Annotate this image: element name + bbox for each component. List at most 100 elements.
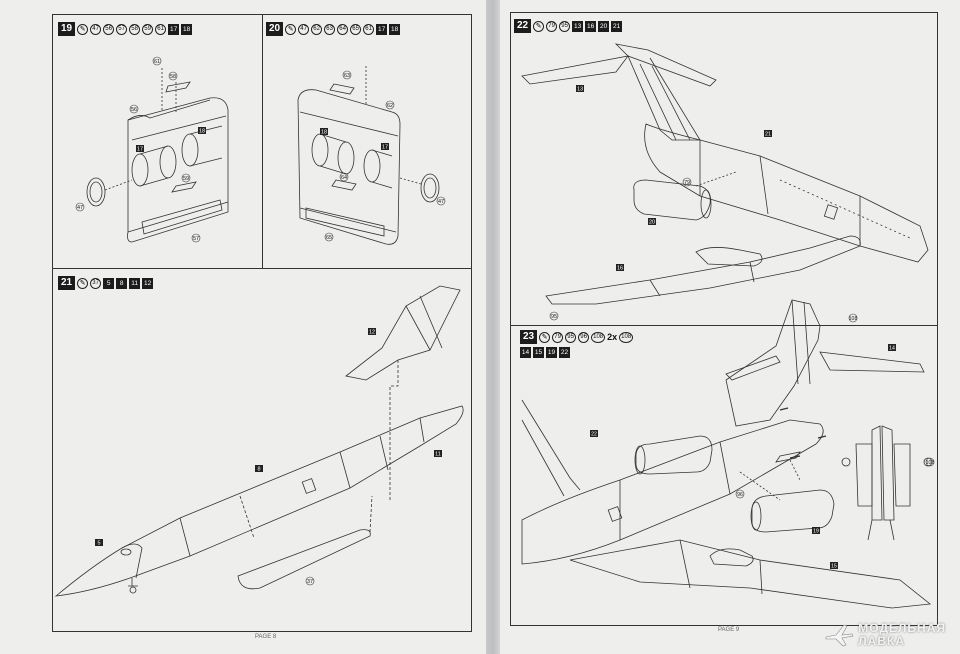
part-badge: 95 — [565, 331, 577, 343]
decal-badge: 21 — [611, 20, 623, 32]
callout-text: 95 — [551, 314, 557, 320]
callout-text: 47 — [438, 199, 444, 205]
page-number: PAGE 8 — [255, 634, 277, 640]
decal-badge: 12 — [142, 277, 154, 289]
part-badge: 58 — [129, 23, 141, 35]
part-badge: 63 — [324, 23, 336, 35]
step-23-decals: 14 15 19 22 — [520, 345, 570, 359]
part-badge: 108 — [591, 331, 606, 343]
right-page-drawings: 13 21 79 20 16 95 108 14 22 96 19 15 108 — [521, 43, 934, 609]
decal-badge: 18 — [389, 23, 401, 35]
step-19-header: 19 ✎ 47 56 57 58 59 61 17 18 — [58, 22, 193, 36]
part-badge: 108 — [619, 331, 634, 343]
part-badge: 64 — [337, 23, 349, 35]
part-badge: 37 — [90, 277, 102, 289]
callout-text: 57 — [193, 236, 199, 242]
callout-text: 96 — [737, 492, 743, 498]
part-badge: 47 — [298, 23, 310, 35]
right-page-frame — [510, 12, 938, 626]
decal-badge: 17 — [376, 23, 388, 35]
callout-text: 65 — [326, 235, 332, 241]
callout-text: 58 — [170, 74, 176, 80]
callout-text: 14 — [889, 346, 895, 352]
callout-text: 108 — [849, 316, 858, 322]
callout-text: 5 — [97, 541, 100, 547]
callout-text: 22 — [591, 432, 597, 438]
step-21-fuselage-drawing — [54, 285, 464, 597]
decal-badge: 20 — [598, 20, 610, 32]
glue-icon: ✎ — [539, 331, 551, 343]
step-21-header: 21 ✎ 37 5 8 11 12 — [58, 276, 154, 290]
step-23-header: 23 ✎ 79 95 96 108 2x 108 — [520, 330, 634, 344]
step-20-callouts: 63 62 18 17 64 47 65 — [320, 70, 446, 242]
step-number: 21 — [58, 276, 76, 290]
part-badge: 47 — [90, 23, 102, 35]
step-number: 23 — [520, 330, 538, 344]
callout-text: 21 — [765, 132, 771, 138]
callout-text: 59 — [183, 176, 189, 182]
part-badge: 61 — [155, 23, 167, 35]
step-divider-vertical — [262, 15, 263, 268]
quantity-label: 2x — [607, 332, 618, 342]
callout-text: 18 — [199, 129, 205, 135]
glue-icon: ✎ — [533, 20, 545, 32]
step-21-callouts: 12 8 11 5 37 — [95, 328, 442, 586]
callout-text: 79 — [684, 180, 690, 186]
part-badge: 59 — [142, 23, 154, 35]
callout-text: 19 — [813, 529, 819, 535]
left-page-drawings: 61 58 56 18 17 59 47 57 63 62 18 17 64 4… — [54, 56, 464, 597]
step-20-header: 20 ✎ 47 62 63 64 65 61 17 18 — [266, 22, 401, 36]
decal-badge: 11 — [129, 277, 141, 289]
callout-text: 17 — [137, 147, 143, 153]
part-badge: 65 — [350, 23, 362, 35]
callout-text: 20 — [649, 220, 655, 226]
callout-text: 11 — [435, 452, 441, 458]
decal-badge: 19 — [546, 346, 557, 358]
decal-badge: 17 — [168, 23, 180, 35]
decal-badge: 15 — [533, 346, 544, 358]
step-divider-horizontal — [511, 325, 937, 326]
callout-text: 13 — [577, 87, 583, 93]
part-badge: 96 — [578, 331, 590, 343]
decal-badge: 14 — [520, 346, 531, 358]
decal-badge: 5 — [103, 277, 115, 289]
step-23-callouts: 108 14 22 96 19 15 108 — [590, 313, 934, 570]
callout-text: 64 — [341, 175, 347, 181]
step-22-header: 22 ✎ 79 95 13 16 20 21 — [514, 19, 623, 33]
page-number: PAGE 9 — [718, 627, 740, 633]
callout-text: 47 — [77, 205, 83, 211]
step-20-nacelle-drawing — [297, 66, 440, 245]
callout-text: 62 — [387, 103, 393, 109]
step-19-callouts: 61 58 56 18 17 59 47 57 — [75, 56, 206, 243]
callout-text: 15 — [831, 564, 837, 570]
callout-text: 8 — [257, 467, 260, 473]
step-23-aircraft-drawing — [521, 299, 933, 609]
part-badge: 79 — [546, 20, 558, 32]
callout-text: 63 — [344, 73, 350, 79]
step-22-fuselage-drawing — [521, 43, 929, 305]
step-number: 19 — [58, 22, 76, 36]
callout-text: 37 — [307, 579, 313, 585]
glue-icon: ✎ — [77, 277, 89, 289]
callout-text: 56 — [131, 107, 137, 113]
decal-badge: 18 — [181, 23, 193, 35]
watermark-line-1: МОДЕЛЬНАЯ — [858, 621, 946, 635]
step-22-callouts: 13 21 79 20 16 95 — [549, 85, 772, 321]
step-divider-horizontal — [53, 268, 471, 269]
book-gutter — [486, 0, 500, 654]
callout-text: 17 — [382, 145, 388, 151]
decal-badge: 16 — [585, 20, 597, 32]
right-page: 22 ✎ 79 95 13 16 20 21 23 ✎ 79 95 96 108… — [500, 0, 960, 654]
left-page-frame — [52, 14, 472, 632]
decal-badge: 8 — [116, 277, 128, 289]
airplane-logo-icon — [825, 624, 854, 647]
left-page: 19 ✎ 47 56 57 58 59 61 17 18 20 ✎ 47 62 … — [0, 0, 488, 654]
part-badge: 61 — [363, 23, 375, 35]
part-badge: 62 — [311, 23, 323, 35]
decal-badge: 13 — [572, 20, 584, 32]
callout-text: 61 — [154, 59, 160, 65]
callout-text: 18 — [321, 130, 327, 136]
callout-text: 16 — [617, 266, 623, 272]
watermark: МОДЕЛЬНАЯ ЛАВКА — [824, 622, 946, 648]
